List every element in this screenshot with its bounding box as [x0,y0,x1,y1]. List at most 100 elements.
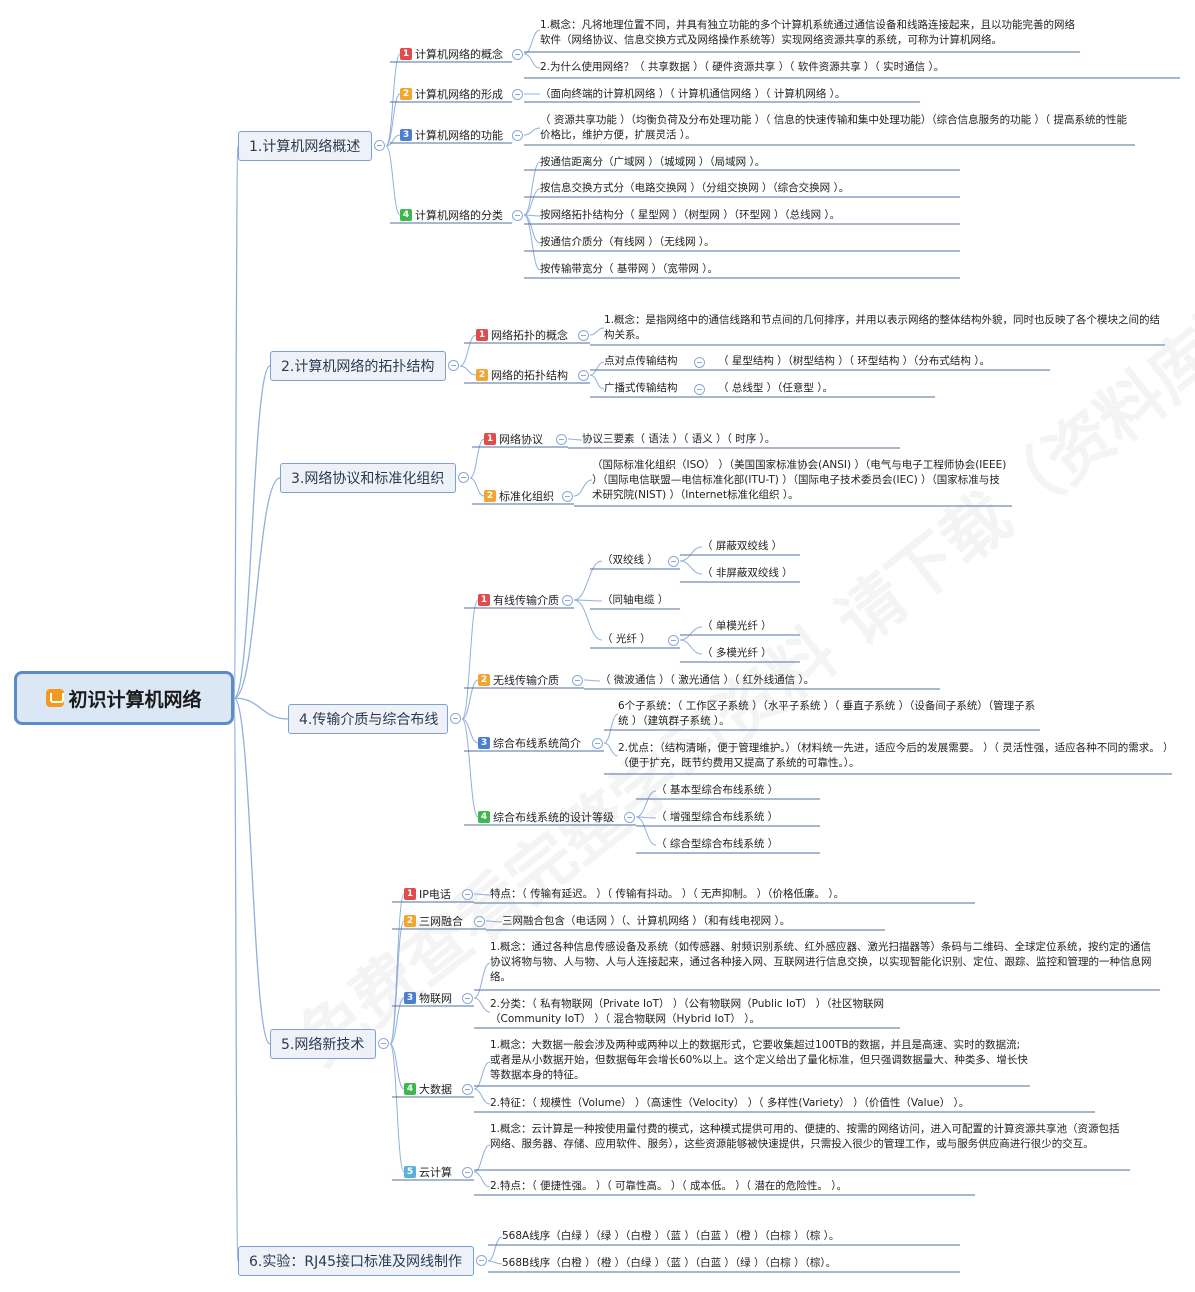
connector [679,546,703,562]
collapse-toggle[interactable] [562,491,573,502]
collapse-toggle[interactable] [462,993,473,1004]
connector [389,920,405,1045]
section-rj45-lab[interactable]: 6.实验：RJ45接口标准及网线制作 [238,1246,474,1276]
subtopic-label: 大数据 [419,1083,452,1096]
collapse-toggle[interactable] [448,360,459,371]
leaf-text: 2.特征：（ 规模性（Volume） ）（高速性（Velocity） ）（ 多样… [490,1097,970,1109]
subtopic-label: 计算机网络的形成 [415,88,503,101]
leaf-text: 2.特点：（ 便捷性强。 ）（ 可靠性高。 ）（ 成本低。 ）（ 潜在的危险性。… [490,1180,847,1192]
collapse-toggle[interactable] [578,330,589,341]
leaf-text: 特点：（ 传输有延迟。 ）（ 传输有抖动。 ）（ 无声抑制。 ）（价格低廉。 ）… [490,888,845,900]
number-badge: 1 [478,594,490,606]
connector [573,479,593,497]
connector [385,93,401,147]
leaf-text: （ 综合型综合布线系统 ） [656,838,779,850]
number-badge: 1 [484,433,496,445]
collapse-toggle[interactable] [378,1038,389,1049]
collapse-toggle[interactable] [462,1167,473,1178]
number-badge: 3 [478,737,490,749]
collapse-toggle[interactable] [512,210,523,221]
collapse-toggle[interactable] [450,713,461,724]
twisted-pair-node[interactable]: （双绞线 ） [602,554,658,566]
number-badge: 3 [404,992,416,1004]
section-topology[interactable]: 2.计算机网络的拓扑结构 [270,351,446,381]
connector [473,1088,491,1105]
section-media-cabling[interactable]: 4.传输介质与综合布线 [288,704,448,734]
collapse-toggle[interactable] [572,675,583,686]
connector [583,679,601,682]
collapse-toggle[interactable] [474,916,485,927]
connector [469,438,485,479]
leaf-text: 按网络拓扑结构分（ 星型网 ）（树型网 ）（环型网 ）（总线网 ）。 [540,209,841,221]
connector [389,997,405,1045]
subtopic-label: 标准化组织 [499,490,554,503]
leaf-text: 按通信介质分（有线网 ）（无线网 ）。 [540,236,715,248]
collapse-toggle[interactable] [512,89,523,100]
root-topic[interactable]: 初识计算机网络 [14,671,234,725]
connector [233,697,239,1262]
subtopic-label: 计算机网络的功能 [415,129,503,142]
fiber-node[interactable]: （ 光纤 ） [602,633,651,645]
leaf-text: 按通信距离分（广域网 ）（城域网 ）（局域网 ）。 [540,156,766,168]
collapse-toggle[interactable] [462,889,473,900]
collapse-toggle[interactable] [458,472,469,483]
leaf-text: 按传输带宽分（ 基带网 ）（宽带网 ）。 [540,263,719,275]
connector [523,161,541,216]
leaf-text: 6个子系统：（ 工作区子系统 ）（水平子系统 ）（ 垂直子系统 ）（设备间子系统… [618,700,1036,727]
collapse-toggle[interactable] [624,812,635,823]
subtopic-label: 无线传输介质 [493,674,559,687]
collapse-toggle[interactable] [578,370,589,381]
section-overview[interactable]: 1.计算机网络概述 [238,131,372,161]
collapse-toggle[interactable] [512,130,523,141]
number-badge: 1 [400,48,412,60]
collapse-toggle[interactable] [476,1255,487,1266]
section-protocols[interactable]: 3.网络协议和标准化组织 [280,463,456,493]
subtopic-label: 网络拓扑的概念 [491,329,568,342]
leaf-text: （ 星型结构 ）（树型结构 ）（ 环型结构 ）（分布式结构 ）。 [718,355,991,367]
connector [523,127,541,136]
collapse-toggle[interactable] [512,49,523,60]
coaxial-node[interactable]: （同轴电缆 ） [602,594,669,606]
collapse-toggle[interactable] [694,384,705,395]
connector [523,188,541,216]
point-to-point-structure[interactable]: 点对点传输结构 [604,355,678,367]
connector [469,477,485,497]
collapse-toggle[interactable] [668,635,679,646]
collapse-toggle[interactable] [556,434,567,445]
leaf-text: 2.优点：（结构清晰，便于管理维护。）（材料统一先进，适应今后的发展需要。 ）（… [618,742,1169,769]
collapse-toggle[interactable] [694,357,705,368]
connector [573,599,603,602]
collapse-toggle[interactable] [562,595,573,606]
collapse-toggle[interactable] [462,1084,473,1095]
collapse-toggle[interactable] [668,556,679,567]
subtopic-label: 云计算 [419,1166,452,1179]
section-new-tech[interactable]: 5.网络新技术 [270,1029,376,1059]
leaf-text: （ 微波通信 ）（ 激光通信 ）（ 红外线通信 ）。 [600,674,815,686]
connector [603,713,619,744]
broadcast-structure[interactable]: 广播式传输结构 [604,382,678,394]
connector [473,1061,491,1090]
collapse-toggle[interactable] [374,140,385,151]
connector [385,134,401,147]
leaf-text: 三网融合包含（电话网 ）（、计算机网络 ）（和有线电视网 ）。 [502,915,791,927]
connector [461,679,479,720]
leaf-text: （ 基本型综合布线系统 ） [656,784,779,796]
collapse-toggle[interactable] [592,738,603,749]
